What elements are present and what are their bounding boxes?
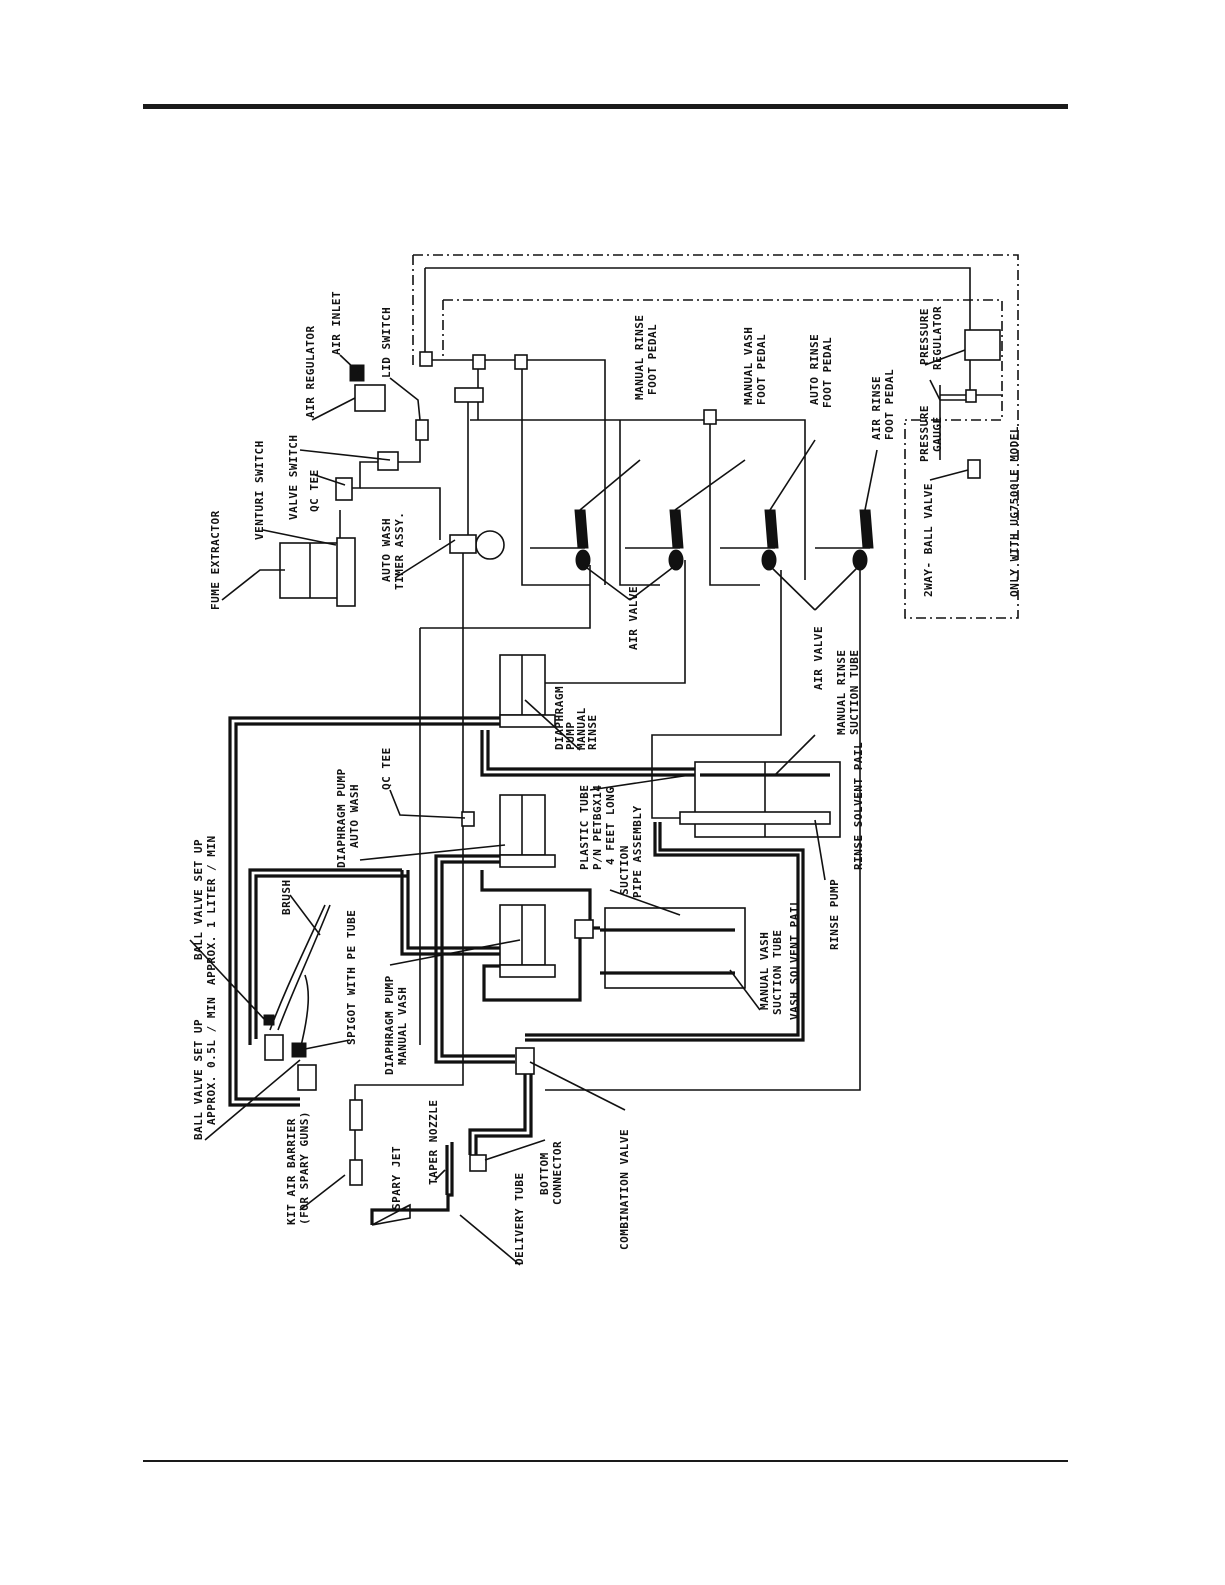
rinse-solvent-pail-label: RINSE SOLVENT PAIL — [852, 742, 865, 870]
footer-rule — [143, 1460, 1068, 1462]
fume-extractor-label: FUME EXTRACTOR — [209, 510, 222, 610]
only-with-model-label: ONLY WITH UG7500LE MODEL — [1008, 426, 1021, 597]
pressure-regulator-label-1: PRESSURE — [918, 308, 931, 365]
auto-rinse-pedal-label-1: AUTO RINSE — [808, 334, 821, 405]
qc-tee-mid-label: QC TEE — [380, 747, 393, 790]
diaphragm-manual-rinse-label-3: MANUAL — [575, 707, 588, 750]
manual-vash-suction-label-1: MANUAL VASH — [758, 932, 771, 1010]
brush-label: BRUSH — [280, 879, 293, 915]
air-inlet-label: AIR INLET — [330, 291, 343, 355]
model-option-frame — [412, 254, 1019, 619]
manual-rinse-suction-label-1: MANUAL RINSE — [835, 650, 848, 735]
manual-vash-pedal-label-1: MANUAL VASH — [742, 327, 755, 405]
vash-solvent-pail-label: VASH SOLVENT PAIL — [788, 899, 801, 1020]
diaphragm-manual-vash-label-1: DIAPHRAGM PUMP — [383, 975, 396, 1075]
header-rule — [143, 104, 1068, 109]
kit-air-barrier-label-2: (FOR SPARY GUNS) — [298, 1111, 311, 1225]
pressure-gauge-label-2: GAUGE — [931, 416, 944, 452]
combination-valve-label: COMBINATION VALVE — [618, 1129, 631, 1250]
pressure-regulator-label-2: REGULATOR — [931, 306, 944, 370]
diaphragm-auto-wash-label-1: DIAPHRAGM PUMP — [335, 768, 348, 868]
ball-valve-1l-label-1: BALL VALVE SET UP — [192, 839, 205, 960]
plastic-tube-label-1: PLASTIC TUBE — [578, 785, 591, 870]
diaphragm-manual-rinse-label-4: RINSE — [586, 714, 599, 750]
air-valve-bottom-label: AIR VALVE — [812, 626, 825, 690]
air-regulator-label: AIR REGULATOR — [304, 325, 317, 418]
air-valve-top-label: AIR VALVE — [627, 586, 640, 650]
spary-jet-label: SPARY JET — [390, 1146, 403, 1210]
solvent-lines — [228, 716, 805, 1225]
bottom-connector-label-1: BOTTOM — [538, 1152, 551, 1195]
suction-pipe-label-2: PIPE ASSEMBLY — [631, 805, 644, 898]
component-labels: FUME EXTRACTOR VENTURI SWITCH VALVE SWIT… — [192, 291, 1021, 1265]
diaphragm-manual-vash-label-2: MANUAL VASH — [396, 987, 409, 1065]
diaphragm-auto-wash-label-2: AUTO WASH — [348, 784, 361, 848]
auto-wash-timer-label-1: AUTO WASH — [380, 518, 393, 582]
manual-rinse-suction-label-2: SUCTION TUBE — [848, 650, 861, 735]
taper-nozzle-label: TAPER NOZZLE — [427, 1100, 440, 1185]
diaphragm-manual-rinse-label-2: PUMP — [564, 722, 577, 751]
plastic-tube-label-3: 4 FEET LONG — [604, 787, 617, 865]
lower-assemblies — [263, 904, 535, 1226]
suction-pipe-label-1: SUCTION — [618, 845, 631, 895]
bottom-connector-label-2: CONNECTOR — [551, 1141, 564, 1205]
air-rinse-pedal-label-1: AIR RINSE — [870, 376, 883, 440]
rinse-pump-label: RINSE PUMP — [828, 879, 841, 950]
auto-rinse-pedal-label-2: FOOT PEDAL — [821, 337, 834, 408]
diaphragm-pumps — [461, 654, 556, 978]
two-way-ball-valve-label: 2WAY- BALL VALVE — [922, 483, 935, 597]
auto-wash-timer-label-2: TIMER ASSY. — [393, 512, 406, 590]
kit-air-barrier-label-1: KIT AIR BARRIER — [285, 1118, 298, 1225]
plastic-tube-label-2: P/N PETBGX14 — [591, 785, 604, 870]
lid-switch-label: LID SWITCH — [380, 307, 393, 378]
manual-rinse-pedal-label-1: MANUAL RINSE — [633, 315, 646, 400]
qc-tee-top-label: QC TEE — [308, 469, 321, 512]
manual-vash-suction-label-2: SUCTION TUBE — [771, 930, 784, 1015]
top-components — [279, 329, 1001, 607]
pressure-gauge-label-1: PRESSURE — [918, 405, 931, 462]
diaphragm-manual-rinse-label-1: DIAPHRAGM — [553, 686, 566, 750]
air-rinse-pedal-label-2: FOOT PEDAL — [883, 369, 896, 440]
ball-valve-05l-label-1: BALL VALVE SET UP — [192, 1019, 205, 1140]
solvent-pails — [574, 761, 841, 989]
leader-lines — [189, 349, 969, 1266]
air-lines — [339, 267, 1003, 1091]
delivery-tube-label: DELIVERY TUBE — [513, 1172, 526, 1265]
ball-valve-05l-label-2: APPROX. 0.5L / MIN — [205, 997, 218, 1125]
manual-rinse-pedal-label-2: FOOT PEDAL — [646, 324, 659, 395]
valve-switch-label: VALVE SWITCH — [287, 435, 300, 520]
ball-valve-1l-label-2: APPROX. 1 LITER / MIN — [205, 835, 218, 985]
manual-vash-pedal-label-2: FOOT PEDAL — [755, 334, 768, 405]
venturi-switch-label: VENTURI SWITCH — [253, 440, 266, 540]
foot-pedals — [530, 509, 874, 571]
spigot-pe-tube-label: SPIGOT WITH PE TUBE — [345, 910, 358, 1045]
